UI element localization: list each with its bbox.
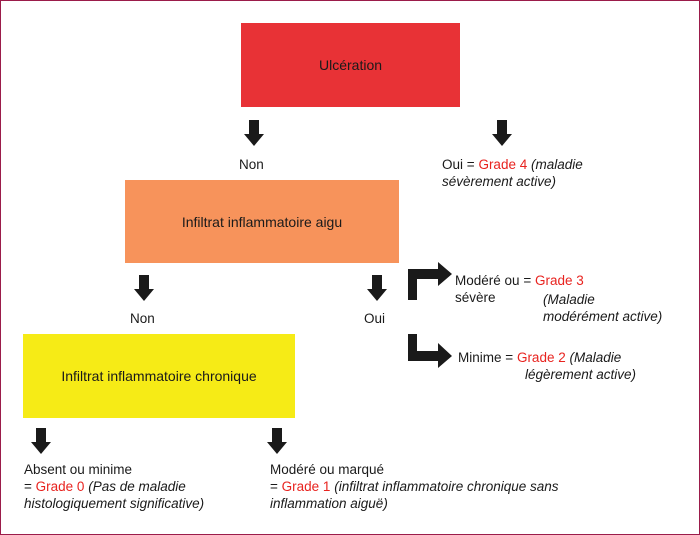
grade-4-line: Oui = Grade 4 (maladie xyxy=(442,156,583,173)
ulceration-label: Ulcération xyxy=(318,57,383,73)
grade-3-label: Grade 3 xyxy=(534,273,584,288)
arrow-down-icon xyxy=(134,275,154,301)
equals-sign: = xyxy=(270,479,278,494)
arrow-down-icon xyxy=(492,120,512,146)
modere-severe-label-cont: sévère xyxy=(455,290,496,305)
infiltrat-aigu-label: Infiltrat inflammatoire aigu xyxy=(181,213,343,230)
grade-1-line: = Grade 1 (infiltrat inflammatoire chron… xyxy=(270,478,559,495)
grade-4-description-cont: sévèrement active) xyxy=(442,174,557,189)
grade-2-line: Minime = Grade 2 (Maladie xyxy=(458,349,621,366)
minime-label: Minime xyxy=(458,350,502,365)
arrow-up-right-icon xyxy=(408,262,452,300)
grade-3-description-cont: modérément active) xyxy=(543,309,663,324)
grade-2-description: (Maladie xyxy=(569,350,622,365)
arrow-down-icon xyxy=(31,428,51,454)
grade-1-description-cont: inflammation aiguë) xyxy=(270,496,388,511)
grade-0-line: = Grade 0 (Pas de maladie xyxy=(24,478,186,495)
grade-1-label: Grade 1 xyxy=(281,479,331,494)
grade-0-label: Grade 0 xyxy=(35,479,85,494)
arrow-down-icon xyxy=(267,428,287,454)
grade-4-label: Grade 4 xyxy=(478,157,528,172)
aigu-non-label: Non xyxy=(130,311,155,326)
grade-3-description: (Maladie xyxy=(543,292,595,307)
grade-0-description-cont: histologiquement significative) xyxy=(24,496,205,511)
arrow-down-icon xyxy=(367,275,387,301)
aigu-oui-label: Oui xyxy=(364,311,386,326)
grade-3-line: Modéré ou = Grade 3 xyxy=(455,272,584,289)
absent-minime-label: Absent ou minime xyxy=(24,462,133,477)
grade-2-label: Grade 2 xyxy=(516,350,566,365)
grade-1-description: (infiltrat inflammatoire chronique sans xyxy=(334,479,559,494)
ulceration-non-label: Non xyxy=(239,157,264,172)
equals-sign: = xyxy=(466,157,475,172)
modere-marque-label: Modéré ou marqué xyxy=(270,462,385,477)
equals-sign: = xyxy=(505,350,514,365)
ulceration-oui-label: Oui xyxy=(442,157,464,172)
grade-2-description-cont: légèrement active) xyxy=(525,367,637,382)
equals-sign: = xyxy=(523,273,532,288)
arrow-down-icon xyxy=(244,120,264,146)
arrow-down-right-icon xyxy=(408,334,452,368)
equals-sign: = xyxy=(24,479,32,494)
modere-severe-label: Modéré ou xyxy=(455,273,520,288)
grade-4-description: (maladie xyxy=(530,157,583,172)
infiltrat-chronique-label: Infiltrat inflammatoire chronique xyxy=(61,368,257,384)
infiltrat-chronique-box: Infiltrat inflammatoire chronique xyxy=(23,334,295,418)
infiltrat-aigu-box: Infiltrat inflammatoire aigu xyxy=(125,180,399,263)
grade-0-description: (Pas de maladie xyxy=(88,479,186,494)
ulceration-box: Ulcération xyxy=(241,23,460,107)
